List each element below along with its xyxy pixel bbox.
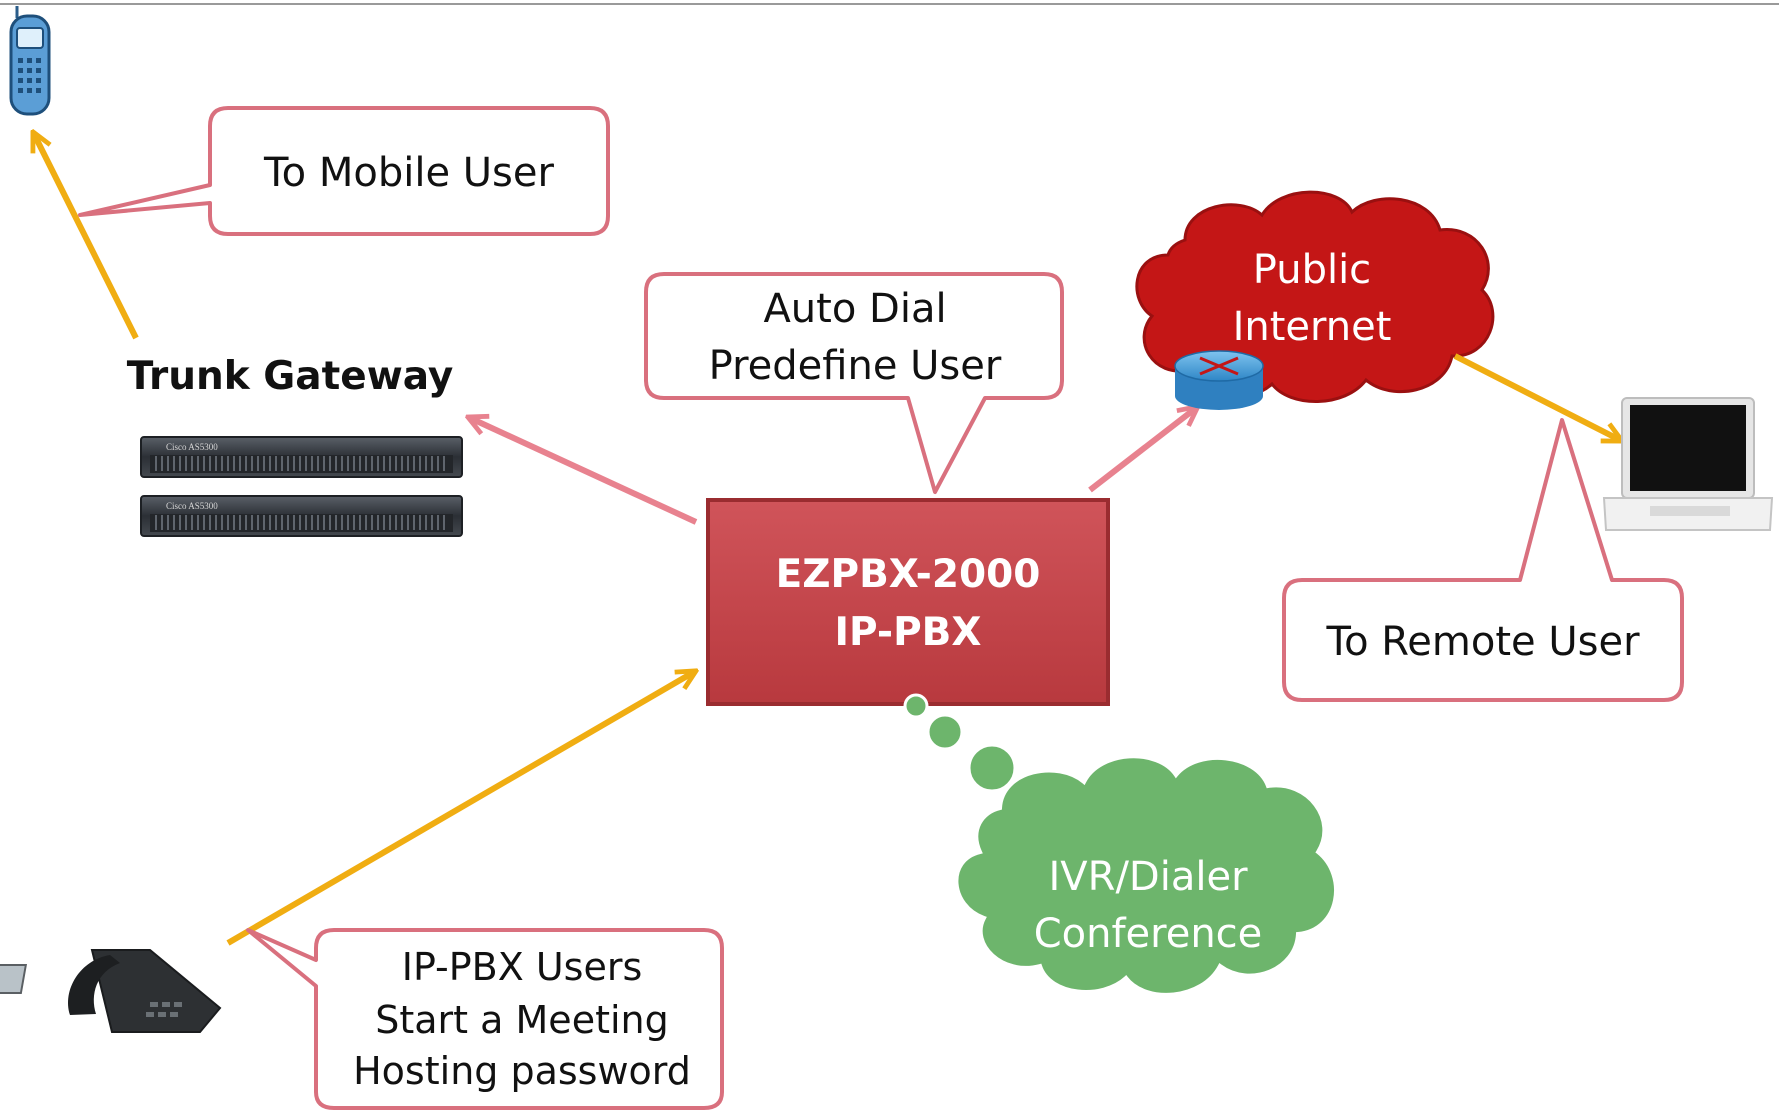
router-icon: [1174, 350, 1264, 410]
arrow-gateway-to-mobile: [34, 134, 139, 340]
laptop-icon: [1602, 397, 1774, 531]
rack-server-label-2: Cisco AS5300: [166, 501, 218, 511]
callout-auto-dial-line2: Predefine User: [709, 343, 1002, 389]
callout-auto-dial: Auto Dial Predefine User: [644, 272, 1064, 494]
ivr-line1: IVR/Dialer: [1048, 854, 1248, 900]
callout-ip-pbx-users-line3: Hosting password: [353, 1049, 691, 1093]
callout-ip-pbx-users-line1: IP-PBX Users: [402, 945, 643, 989]
arrow-phone-to-pbx: [226, 672, 694, 946]
rack-server-label-1: Cisco AS5300: [166, 442, 218, 452]
callout-ip-pbx-users: IP-PBX Users Start a Meeting Hosting pas…: [246, 928, 724, 1110]
trunk-gateway-title: Trunk Gateway: [127, 354, 454, 399]
public-internet-line2: Internet: [1233, 304, 1392, 350]
pbx-line2: IP-PBX: [835, 610, 982, 655]
callout-to-remote-user: To Remote User: [1282, 418, 1684, 702]
arrow-pbx-to-internet: [1088, 408, 1196, 493]
public-internet-line1: Public: [1253, 247, 1371, 293]
mobile-phone-icon: [9, 6, 51, 116]
callout-to-mobile-user: To Mobile User: [78, 106, 610, 236]
callout-to-remote-user-text: To Remote User: [1325, 619, 1640, 665]
thought-bubble-dots: [903, 693, 1017, 793]
ivr-dialer-cloud: IVR/Dialer Conference: [954, 754, 1338, 997]
ivr-line2: Conference: [1034, 911, 1263, 957]
pbx-box: EZPBX-2000 IP-PBX: [706, 498, 1110, 706]
public-internet-cloud: Public Internet: [1135, 190, 1495, 403]
arrow-pbx-to-gateway: [470, 418, 698, 525]
callout-to-mobile-user-text: To Mobile User: [263, 150, 554, 196]
callout-ip-pbx-users-line2: Start a Meeting: [375, 998, 668, 1042]
callout-auto-dial-line1: Auto Dial: [763, 286, 946, 332]
pbx-line1: EZPBX-2000: [776, 552, 1041, 597]
arrow-internet-to-laptop: [1453, 353, 1620, 440]
rack-server-icon: Cisco AS5300 Cisco AS5300: [140, 436, 463, 537]
desk-phone-icon: [0, 949, 222, 1033]
